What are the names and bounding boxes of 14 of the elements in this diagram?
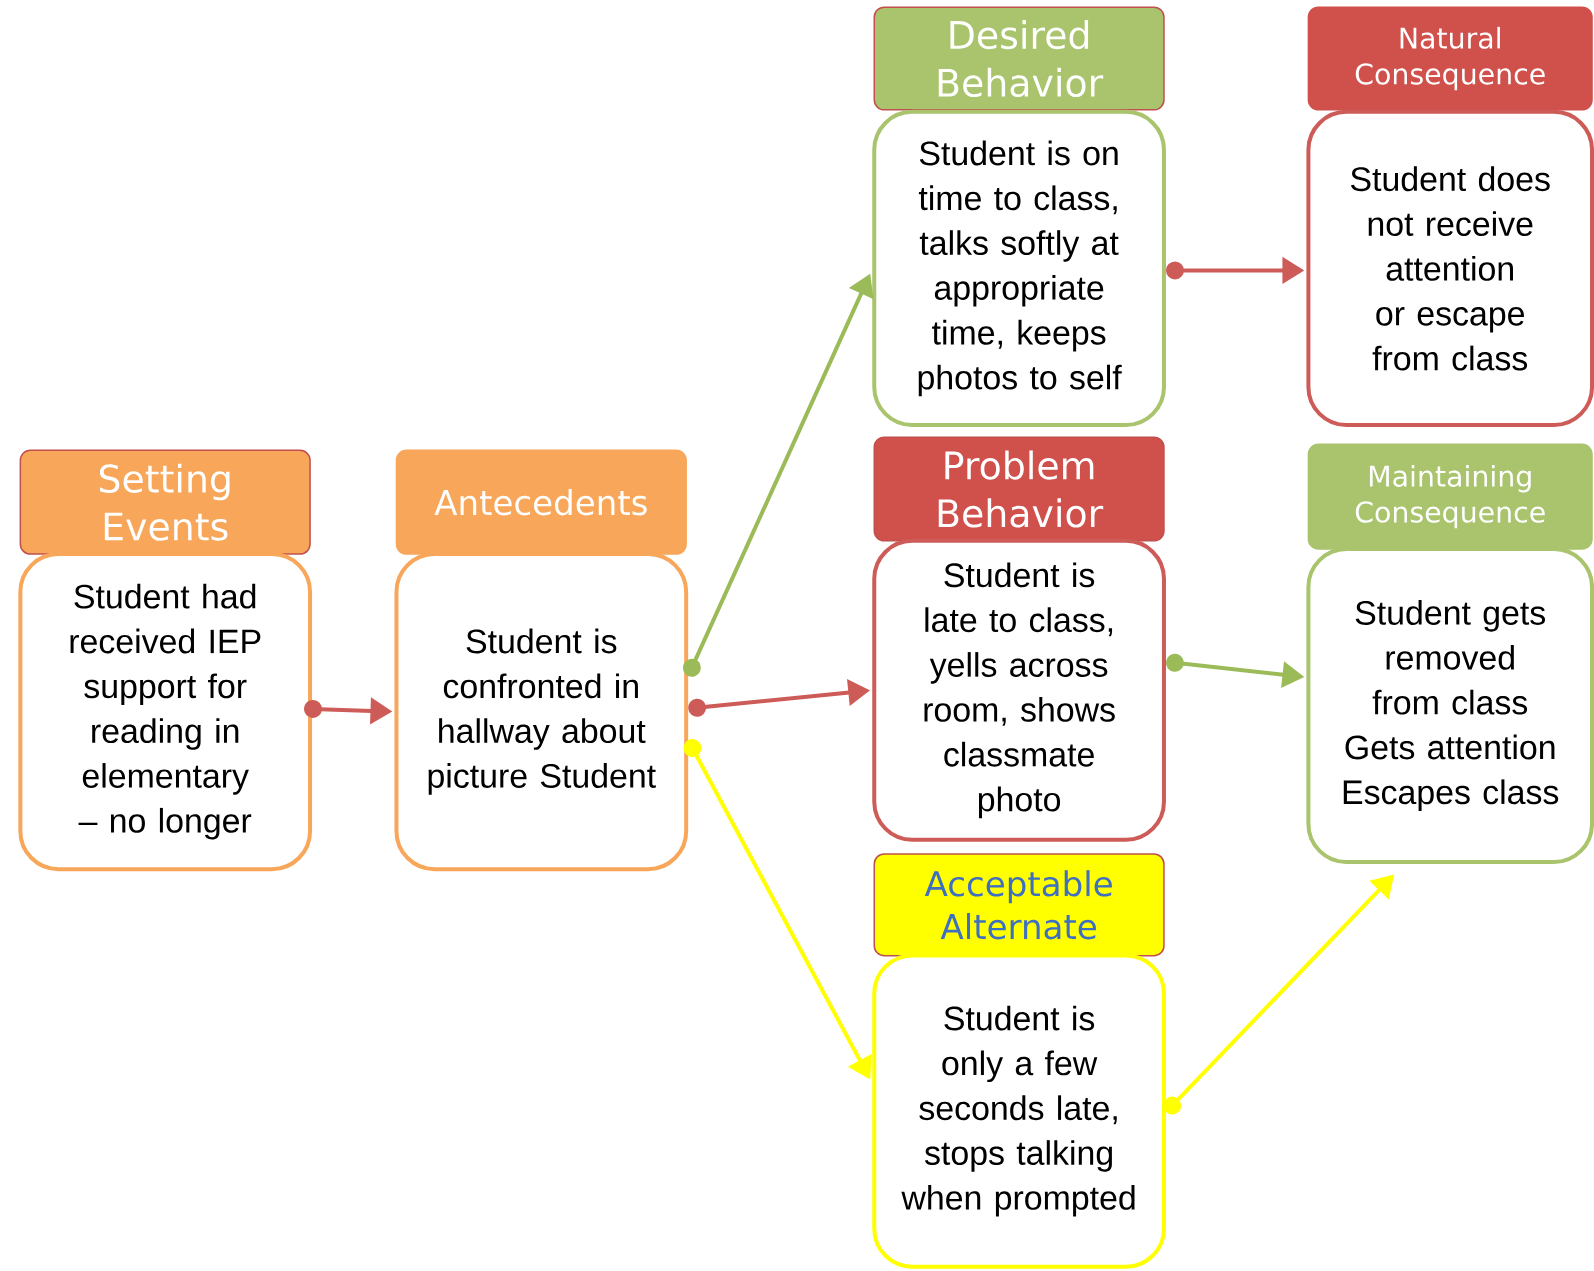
header-box: Setting Events [19, 449, 311, 555]
content-box: Student is on time to class, talks softly at appropriate time, keeps photos to self [872, 109, 1166, 427]
header-box: Acceptable Alternate [873, 853, 1165, 957]
header-box: Natural Consequence [1307, 6, 1593, 111]
header-box: Desired Behavior [873, 6, 1165, 111]
header-box: Antecedents [395, 449, 687, 555]
content-box: Student is late to class, yells across room, shows classmate photo [872, 538, 1166, 842]
header-box: Problem Behavior [873, 436, 1165, 542]
content-box: Student gets removed from class Gets attention Escapes class [1306, 546, 1594, 865]
header-box: Maintaining Consequence [1307, 443, 1593, 550]
content-box: Student is confronted in hallway about picture Student [394, 552, 689, 872]
content-box: Student had received IEP support for reading in elementary – no longer [18, 552, 313, 872]
content-box: Student does not receive attention or escape from class [1306, 109, 1594, 427]
content-box: Student is only a few seconds late, stops talking when prompted [872, 953, 1166, 1269]
